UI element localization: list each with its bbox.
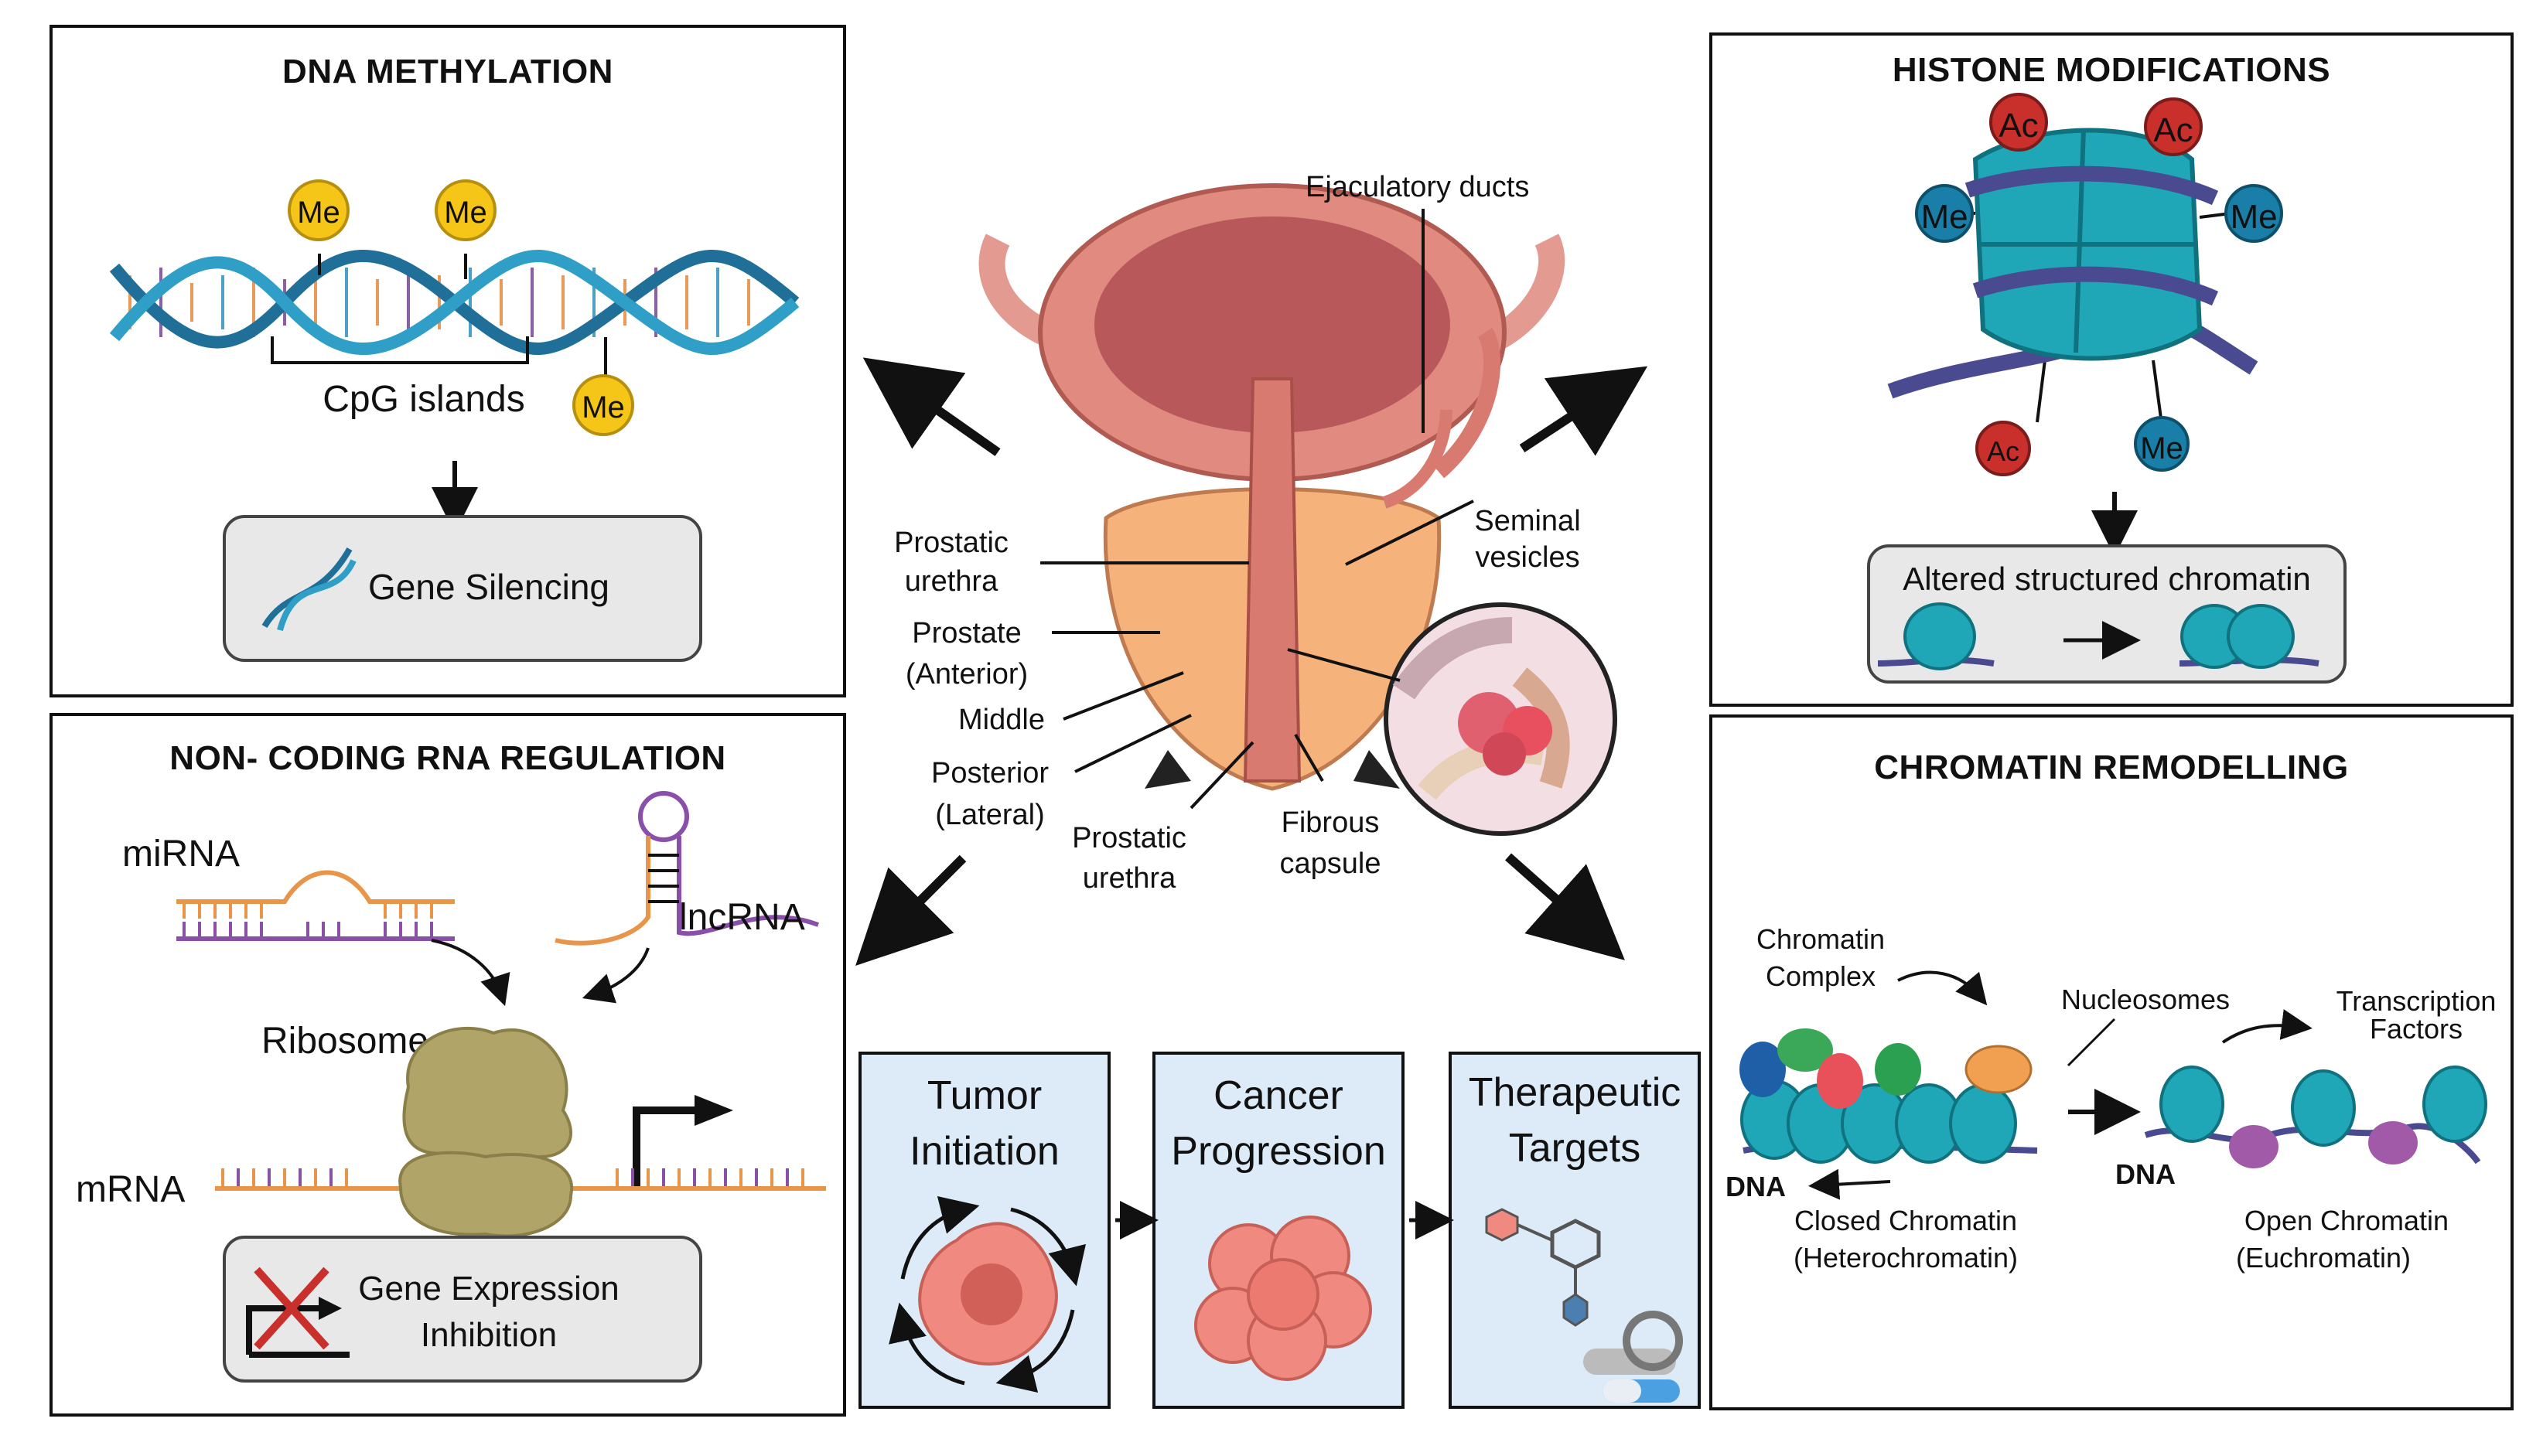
dna-left-label: DNA xyxy=(1725,1171,1786,1202)
chromatin-panel: CHROMATIN REMODELLING Chromatin Complex … xyxy=(1709,714,2514,1410)
open-chromatin-line1: Open Chromatin xyxy=(2244,1205,2449,1236)
methyl-mark-2-label: Me xyxy=(444,196,487,230)
cpg-islands-label: CpG islands xyxy=(323,379,525,420)
prostate-anterior-line1: Prostate xyxy=(912,617,1022,650)
ncrna-arrows xyxy=(431,939,733,1188)
prostatic-urethra2-line1: Prostatic xyxy=(1072,822,1186,854)
therapeutic-targets-box: Therapeutic Targets xyxy=(1449,1052,1701,1409)
gene-silencing-box: Gene Silencing xyxy=(223,515,702,662)
chromatin-title: CHROMATIN REMODELLING xyxy=(1874,748,2349,786)
fibrous-capsule-line1: Fibrous xyxy=(1281,806,1380,839)
ncrna-panel: NON- CODING RNA REGULATION miRNA lncRNA … xyxy=(49,713,846,1417)
tumor-initiation-box: Tumor Initiation xyxy=(858,1052,1111,1409)
ejaculatory-ducts-label: Ejaculatory ducts xyxy=(1306,171,1530,203)
dna-small-icon xyxy=(261,547,357,632)
lncrna-icon xyxy=(555,791,820,946)
nucleosomes-label: Nucleosomes xyxy=(2060,984,2231,1015)
cancer-progression-line2: Progression xyxy=(1171,1129,1386,1174)
posterior-line1: Posterior xyxy=(930,757,1050,789)
acetyl-mark-1 xyxy=(1989,93,2048,152)
ribosome-label: Ribosome xyxy=(261,1021,429,1062)
chromatin-change-icon xyxy=(1877,602,2319,670)
therapeutic-targets-line2: Targets xyxy=(1508,1126,1641,1171)
gene-expression-line1: Gene Expression xyxy=(358,1270,620,1308)
transcription-factors-line2: Factors xyxy=(2369,1013,2463,1045)
ribosome-icon xyxy=(398,1026,574,1238)
dna-methylation-title: DNA METHYLATION xyxy=(282,53,613,90)
acetyl-mark-3-label: Ac xyxy=(1986,435,2019,467)
histone-panel: HISTONE MODIFICATIONS Ac Ac Ac Me Me Me … xyxy=(1709,32,2514,707)
open-chromatin-line2: (Euchromatin) xyxy=(2235,1242,2412,1274)
acetyl-mark-2-label: Ac xyxy=(2153,111,2193,149)
mrna-label: mRNA xyxy=(76,1169,186,1210)
prostate-anterior-line2: (Anterior) xyxy=(905,658,1029,690)
acetyl-mark-1-label: Ac xyxy=(1999,107,2039,145)
dna-helix-icon xyxy=(109,249,800,356)
acetyl-mark-2 xyxy=(2144,97,2203,156)
tumor-initiation-line2: Initiation xyxy=(910,1129,1060,1174)
prostatic-urethra-line2: urethra xyxy=(904,565,998,598)
chromatin-complex-line1: Chromatin xyxy=(1756,923,1886,955)
histone-me-mark-2 xyxy=(2224,184,2283,243)
chromatin-diagram xyxy=(1739,970,2487,1200)
cancer-progression-line1: Cancer xyxy=(1213,1073,1343,1118)
drug-molecule-icon xyxy=(1485,1208,1683,1403)
methyl-mark-2 xyxy=(435,179,497,241)
acetyl-mark-3 xyxy=(1975,421,2031,476)
lncrna-label: lncRNA xyxy=(679,897,805,938)
dna-right-label: DNA xyxy=(2115,1158,2176,1190)
seminal-vesicles-line1: Seminal xyxy=(1474,505,1581,537)
tumor-initiation-line1: Tumor xyxy=(927,1073,1043,1118)
prostatic-urethra-line1: Prostatic xyxy=(894,527,1009,559)
methyl-mark-1 xyxy=(288,179,350,241)
histone-me-mark-3 xyxy=(2134,416,2190,472)
tissue-inset-icon xyxy=(1384,602,1617,836)
middle-label: Middle xyxy=(958,704,1045,736)
histone-me-mark-3-label: Me xyxy=(2140,431,2183,465)
histone-me-mark-2-label: Me xyxy=(2230,198,2278,236)
histone-title: HISTONE MODIFICATIONS xyxy=(1892,51,2331,89)
mirna-label: miRNA xyxy=(122,834,240,875)
cancer-cluster-icon xyxy=(1194,1216,1372,1381)
methyl-stems xyxy=(318,254,607,534)
histone-me-mark-1-label: Me xyxy=(1920,198,1968,236)
altered-chromatin-box: Altered structured chromatin xyxy=(1867,544,2347,684)
blocked-gene-icon xyxy=(246,1267,350,1358)
methyl-mark-3-label: Me xyxy=(582,390,625,425)
fibrous-capsule-line2: capsule xyxy=(1279,847,1381,880)
posterior-line2: (Lateral) xyxy=(935,799,1045,831)
transcription-factors-line1: Transcription xyxy=(2336,985,2497,1017)
gene-silencing-label: Gene Silencing xyxy=(368,567,609,607)
nucleosome-big-icon xyxy=(1887,123,2258,557)
gene-expression-inhibition-box: Gene Expression Inhibition xyxy=(223,1236,702,1383)
seminal-vesicles-line2: vesicles xyxy=(1475,541,1580,574)
methyl-mark-3 xyxy=(572,374,634,436)
ncrna-title: NON- CODING RNA REGULATION xyxy=(169,739,726,777)
mirna-icon xyxy=(176,870,455,941)
gene-expression-line2: Inhibition xyxy=(420,1316,558,1354)
prostatic-urethra2-line2: urethra xyxy=(1082,862,1176,895)
chromatin-complex-line2: Complex xyxy=(1765,960,1876,992)
therapeutic-targets-line1: Therapeutic xyxy=(1468,1070,1681,1115)
cpg-bracket xyxy=(271,336,529,364)
altered-chromatin-label: Altered structured chromatin xyxy=(1903,561,2311,597)
cancer-progression-box: Cancer Progression xyxy=(1152,1052,1405,1409)
closed-chromatin-line2: (Heterochromatin) xyxy=(1793,1242,2019,1274)
dna-methylation-panel: DNA METHYLATION Me Me Me CpG islands xyxy=(49,25,846,697)
closed-chromatin-line1: Closed Chromatin xyxy=(1794,1205,2018,1236)
histone-me-mark-1 xyxy=(1915,184,1974,243)
methyl-mark-1-label: Me xyxy=(297,196,340,230)
tumor-cell-icon xyxy=(889,1196,1086,1393)
